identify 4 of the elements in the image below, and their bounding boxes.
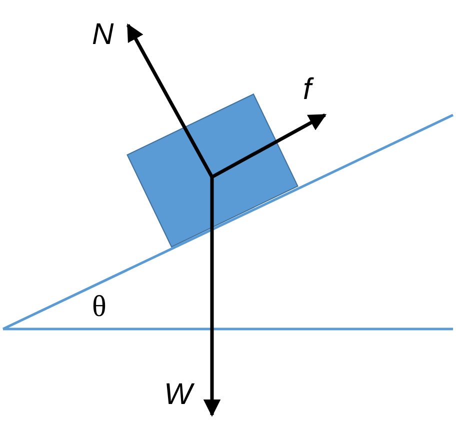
force-label: W	[164, 380, 192, 410]
force-label: N	[92, 20, 114, 50]
force-label: f	[303, 75, 312, 105]
angle-label: θ	[92, 292, 106, 322]
